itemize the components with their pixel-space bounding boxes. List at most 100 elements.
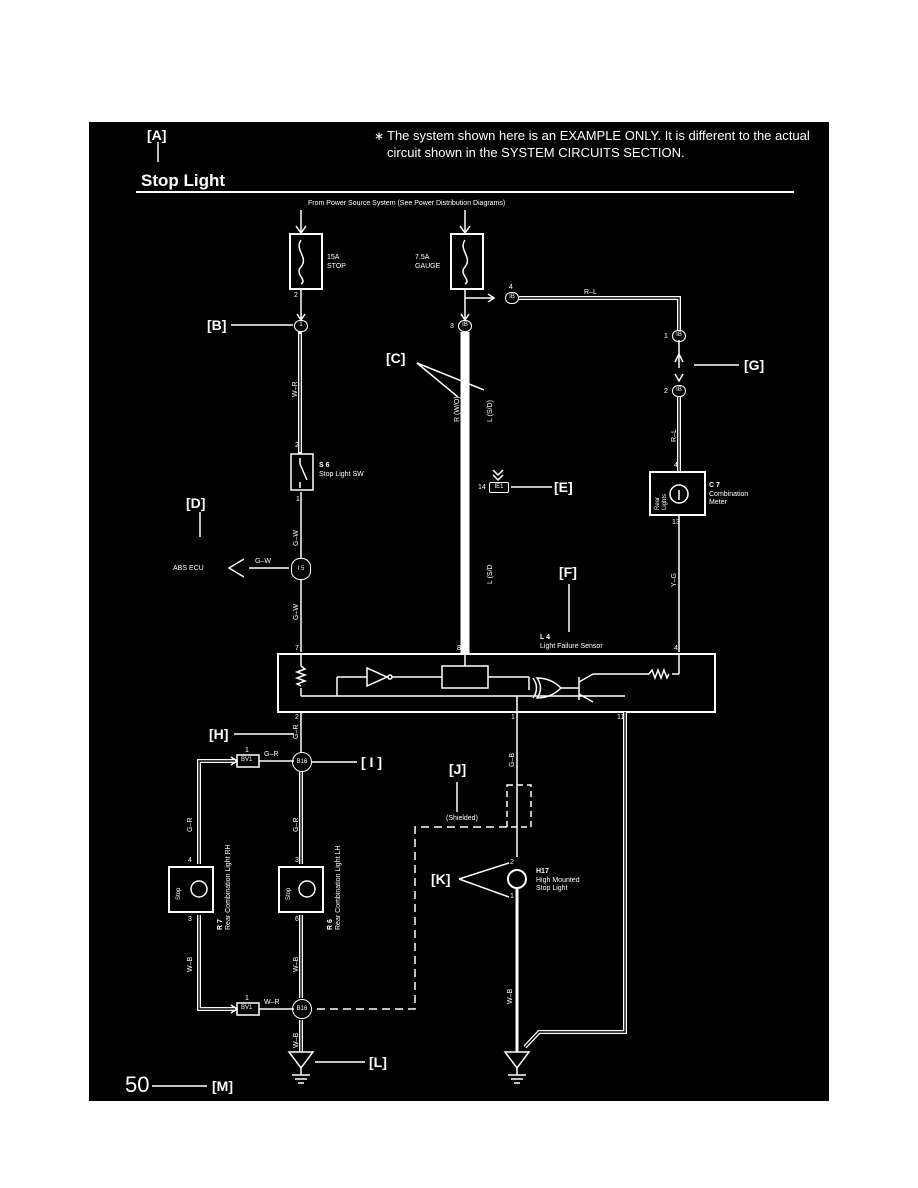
connector-b16-bottom: B16 [292,999,312,1019]
junction-1: 1 [294,320,308,332]
note-line-2: circuit shown in the SYSTEM CIRCUITS SEC… [387,145,685,160]
wire-label-g-r-4: G–R [293,817,300,832]
pin-r7-4: 4 [188,857,192,864]
wire-label-g-r-1: G–R [293,724,300,739]
wire-label-w-r-2: W–R [264,999,280,1006]
wire-label-w-b-1: W–B [187,956,194,972]
callout-e: [E] [554,479,573,495]
light-failure-sensor-box [277,653,716,713]
combination-meter-inner-2: Lights [662,493,668,510]
ground-bl-label: BL [513,1054,521,1060]
pin-l4-1: 1 [511,714,515,721]
abs-ecu-label: ABS ECU [173,565,204,572]
note-star: ∗ [374,129,385,143]
rear-combination-rh-inner: Stop [176,887,182,900]
wire-label-g-r-3: G–R [187,817,194,832]
wire-label-g-w-3: G–W [293,604,300,620]
high-mount-stop-light-name-1: High Mounted [536,877,580,884]
wire-label-l-sd-2: L (S/D [487,564,494,584]
callout-k: [K] [431,871,451,887]
ground-bo-triangle [287,1051,315,1070]
light-failure-sensor-code: L 4 [540,634,550,641]
pin-r7-3: 3 [188,916,192,923]
pin-bv1-bottom: 1 [245,995,249,1002]
fuse-stop-element [298,239,305,285]
high-mount-stop-light-name-2: Stop Light [536,885,568,892]
wire-label-w-b-2: W–B [293,956,300,972]
pin-ie1-14: 14 [478,484,486,491]
page-title: Stop Light [141,171,226,190]
wiring-drawing [136,142,794,1087]
connector-ie1: IE1 [489,482,509,493]
ground-bl-triangle [503,1051,531,1070]
callout-f: [F] [559,564,577,580]
wire-label-r-wo: R (W/O) [454,396,461,422]
rear-combination-lh-inner: Stop [286,887,292,900]
pin-h17-1: 1 [510,893,514,900]
rear-combination-rh-box [168,866,214,913]
pin-ib-3: 3 [450,323,454,330]
note-line-1: The system shown here is an EXAMPLE ONLY… [387,128,810,143]
pin-l4-8: 8 [457,645,461,652]
connector-ib-1: IB [672,330,686,342]
connector-ib-2: IB [672,385,686,397]
diagram-panel: [A] ∗ The system shown here is an EXAMPL… [89,122,829,1101]
fuse-stop-pin: 2 [294,292,298,299]
wire-label-g-r-2: G–R [264,751,279,758]
high-mount-stop-light-code: H17 [536,868,549,875]
fuse-stop-box [289,233,323,290]
callout-c-leader-1 [416,362,459,398]
shield-box [506,784,532,828]
ground-bo-label: BO [296,1054,305,1060]
wire-label-w-b-4: W–B [507,988,514,1004]
callout-g: [G] [744,357,765,373]
wire-label-g-w-1: G–W [293,530,300,546]
pin-ib-1: 1 [664,333,668,340]
connector-ib-3: IB [458,320,472,332]
pin-r6-6: 6 [295,916,299,923]
connector-i5: I 5 [291,558,311,580]
rear-combination-rh-name: Rear Combination Light RH [225,844,232,930]
wire-label-y-g: Y–G [671,572,678,587]
fuse-gauge-box [450,233,484,290]
pin-ib-2: 2 [664,388,668,395]
rear-combination-rh-code: R 7 [217,919,224,930]
pin-ib-4: 4 [509,284,513,291]
combination-meter-code: C 7 [709,482,720,489]
callout-l: [L] [369,1054,387,1070]
pin-s6-2: 2 [295,442,299,449]
callout-k-leader-1 [458,862,510,880]
shield-drain [311,826,507,1010]
pin-c7-13: 13 [672,519,680,526]
callout-j: [J] [449,761,467,777]
wire-label-g-w-2: G–W [255,558,271,565]
pin-l4-11: 11 [617,714,625,721]
pin-s6-1: 1 [296,496,300,503]
callout-c-leader-2 [416,362,485,391]
callout-i: [ I ] [361,754,382,770]
connector-b16-top: B16 [292,752,312,772]
callout-m: [M] [212,1078,233,1094]
stop-light-sw-code: S 6 [319,462,330,469]
pin-h17-2: 2 [510,859,514,866]
shield-label: (Shielded) [446,815,478,822]
wire-label-r-l-2: R–L [671,429,678,442]
combination-meter-bulb [669,484,689,504]
combination-meter-inner-1: Rear [655,496,661,510]
fuse-gauge-name: GAUGE [415,263,441,270]
fuse-stop-rating: 15A [327,254,340,261]
fuse-gauge-rating: 7.5A [415,254,430,261]
wire-label-w-b-3: W–B [293,1032,300,1048]
rear-combination-lh-code: R 6 [327,919,334,930]
page-number: 50 [125,1072,150,1097]
callout-c: [C] [386,350,406,366]
fuse-gauge-element [462,239,469,285]
high-mount-stop-light-bulb [507,869,527,889]
combination-meter-name-2: Meter [709,499,727,506]
pin-c7-4: 4 [674,462,678,469]
combination-meter-box [649,471,706,516]
source-label: From Power Source System (See Power Dist… [308,200,506,207]
stop-light-sw-box [290,453,314,491]
wire-label-l-sd: L (S/D) [487,400,494,422]
light-failure-sensor-name: Light Failure Sensor [540,643,603,650]
